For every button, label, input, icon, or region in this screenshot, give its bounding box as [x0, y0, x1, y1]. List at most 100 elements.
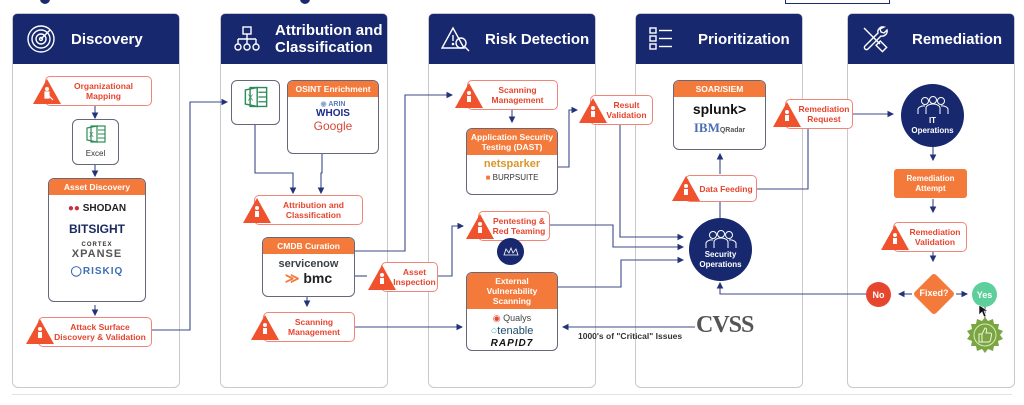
no-outcome[interactable]: No	[866, 282, 891, 307]
remediation-attempt-box[interactable]: Remediation Attempt	[894, 169, 967, 198]
divider	[12, 394, 1012, 395]
node-label: Operations	[911, 125, 954, 135]
worker-warning-icon	[773, 102, 801, 127]
connector	[317, 153, 325, 195]
worker-warning-icon	[466, 214, 494, 239]
column-header: Attribution and Classification	[221, 14, 387, 64]
column-header: Discovery	[13, 14, 179, 64]
checklist-icon	[649, 27, 672, 50]
excel-label: Excel	[85, 149, 106, 158]
tool-header: External Vulnerability Scanning	[467, 273, 557, 309]
vendor-logo-riskiq: ◯RISKIQ	[70, 266, 124, 277]
excel-icon: X	[85, 125, 106, 143]
tool-header: CMDB Curation	[263, 238, 354, 254]
vendor-logo-whois: WHOIS	[316, 108, 350, 119]
radar-icon	[27, 25, 55, 53]
vendor-logo-shodan: ●● SHODAN	[67, 203, 127, 214]
vendor-logo-bmc: ≫ bmc	[284, 270, 333, 286]
worker-warning-icon	[251, 315, 279, 340]
tool-header: SOAR/SIEM	[674, 81, 765, 97]
connector	[557, 106, 579, 168]
connector	[254, 124, 297, 195]
connector	[550, 224, 685, 251]
security-operations-node[interactable]: Security Operations	[689, 218, 752, 281]
worker-warning-icon	[672, 176, 700, 201]
excel-icon: X	[244, 86, 267, 108]
it-operations-node[interactable]: IT Operations	[901, 84, 964, 147]
team-icon	[917, 95, 948, 114]
title-strip	[0, 0, 1024, 6]
task-label: Pentesting & Red Teaming	[492, 216, 546, 236]
spreadsheet-box: X	[231, 80, 280, 125]
task-attack-surface[interactable]: Attack Surface Discovery & Validation	[38, 317, 152, 347]
column-title: Attribution and Classification	[275, 22, 383, 56]
vendor-logo-netsparker: netsparker	[483, 158, 541, 170]
task-organizational-mapping[interactable]: Organizational Mapping	[45, 76, 152, 106]
task-label: Attribution and Classification	[283, 200, 344, 220]
task-attribution-classification[interactable]: Attribution and Classification	[254, 195, 363, 225]
title-box-fragment	[785, 0, 890, 4]
vendor-logo-servicenow: servicenow	[278, 258, 339, 270]
vendor-logo-burpsuite: ■ BURPSUITE	[485, 173, 539, 182]
task-label: Organizational Mapping	[73, 81, 134, 101]
worker-warning-icon	[33, 79, 61, 104]
title-fragment	[300, 0, 310, 4]
worker-warning-icon	[26, 319, 54, 344]
worker-warning-icon	[881, 225, 909, 250]
team-icon	[705, 229, 736, 248]
excel-box: X Excel	[72, 119, 119, 165]
asset-discovery-box: Asset Discovery ●● SHODAN BITSIGHT CORTE…	[48, 178, 146, 302]
task-label: Data Feeding	[699, 183, 753, 194]
vendor-logo-cortex: CORTEX	[81, 242, 113, 248]
thumbs-up-badge-icon	[967, 317, 1003, 353]
decision-label: Fixed?	[919, 288, 949, 298]
connector	[716, 281, 866, 295]
task-label: Attack Surface Discovery & Validation	[54, 322, 146, 342]
tool-header: Asset Discovery	[49, 179, 145, 195]
task-label: Remediation Request	[798, 104, 850, 124]
yes-outcome[interactable]: Yes	[972, 282, 997, 307]
worker-warning-icon	[368, 265, 396, 290]
tool-header: OSINT Enrichment	[288, 81, 378, 97]
outcome-label: No	[872, 289, 885, 300]
mouse-cursor-icon	[978, 304, 988, 318]
red-team-badge-icon	[497, 238, 524, 265]
node-label: Security	[704, 249, 737, 259]
vendor-logo-arin: ◉ ARIN	[320, 101, 346, 108]
title-fragment	[40, 0, 50, 4]
box-label: Remediation Attempt	[906, 173, 955, 193]
outcome-label: Yes	[976, 289, 993, 300]
connector	[354, 91, 454, 252]
fixed-decision[interactable]: Fixed?	[912, 272, 956, 316]
worker-warning-icon	[579, 98, 607, 123]
vendor-logo-google: Google	[313, 119, 353, 133]
vendor-logo-qualys: ◉ Qualys	[492, 313, 532, 323]
cmdb-curation-box: CMDB Curation servicenow ≫ bmc	[262, 237, 355, 297]
osint-enrichment-box: OSINT Enrichment ◉ ARIN WHOIS Google	[287, 80, 379, 154]
column-title: Prioritization	[698, 30, 790, 48]
vendor-logo-splunk: splunk>	[692, 101, 747, 117]
vendor-logo-bitsight: BITSIGHT	[69, 222, 125, 236]
worker-warning-icon	[455, 83, 483, 108]
column-header: Prioritization	[636, 14, 802, 64]
connector	[437, 222, 465, 277]
task-remediation-validation[interactable]: Remediation Validation	[893, 222, 967, 252]
vendor-logo-ibm-qradar: IBMQRadar	[693, 120, 746, 135]
vendor-logo-rapid7: RAPID7	[490, 338, 534, 349]
column-header: Risk Detection	[429, 14, 595, 64]
task-label: Asset Inspection	[393, 267, 436, 287]
connector	[152, 98, 229, 331]
node-label: Operations	[699, 259, 742, 269]
task-label: Scanning Management	[288, 317, 340, 337]
svg-text:X: X	[247, 94, 253, 103]
critical-issues-label: 1000's of "Critical" Issues	[578, 331, 683, 341]
dast-box: Application Security Testing (DAST) nets…	[466, 128, 558, 195]
connector	[757, 125, 809, 190]
hierarchy-icon	[234, 26, 260, 51]
task-label: Scanning Management	[491, 85, 544, 105]
vendor-logo-xpanse: XPANSE	[71, 248, 123, 260]
task-scanning-management[interactable]: Scanning Management	[263, 312, 355, 342]
task-asset-inspection[interactable]: Asset Inspection	[381, 262, 438, 292]
column-title: Discovery	[71, 30, 143, 48]
soar-siem-box: SOAR/SIEM splunk> IBMQRadar	[673, 80, 766, 150]
